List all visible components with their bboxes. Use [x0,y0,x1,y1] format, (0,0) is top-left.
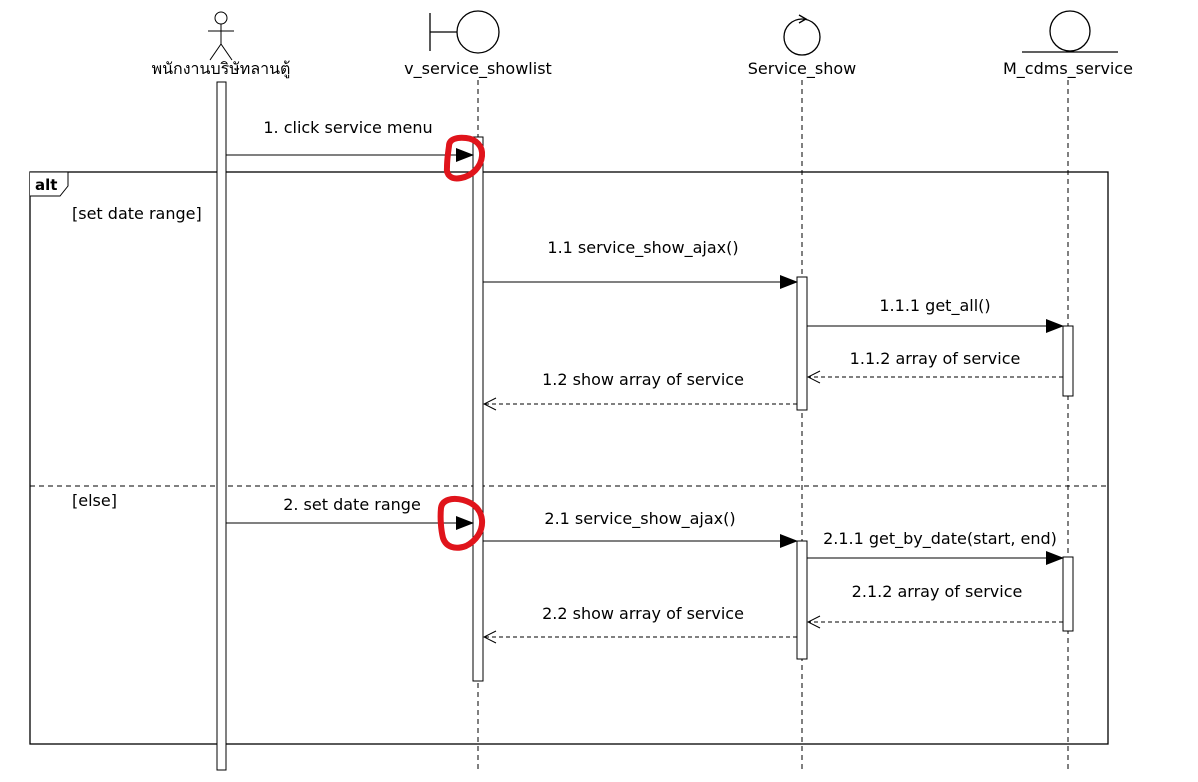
message-label-2: 2. set date range [283,495,421,514]
message-label-1: 1. click service menu [263,118,432,137]
participant-label-control: Service_show [748,59,856,79]
message-label-2-1: 2.1 service_show_ajax() [544,509,735,529]
participant-entity: M_cdms_service [1003,10,1133,79]
guard-set-date-range: [set date range] [72,204,202,223]
message-label-1-1-2: 1.1.2 array of service [850,349,1021,368]
alt-fragment: alt [set date range] [else] [29,171,1109,745]
actor-lifeline-bar [216,81,227,771]
participant-control: Service_show [748,14,856,79]
alt-fragment-tag [30,171,69,197]
message-label-2-1-1: 2.1.1 get_by_date(start, end) [823,529,1057,549]
activation-control-1 [796,276,808,411]
highlight-circle-2 [437,495,486,551]
message-label-1-1: 1.1 service_show_ajax() [547,238,738,258]
participant-boundary: v_service_showlist [404,10,552,79]
messages [226,148,1064,637]
alt-operator-label: alt [35,176,57,194]
participant-label-boundary: v_service_showlist [404,59,552,79]
guard-else: [else] [72,491,117,510]
activation-control-2 [796,540,808,660]
message-labels: 1. click service menu 1.1 service_show_a… [263,118,1057,623]
activation-entity-2 [1062,556,1074,632]
activation-entity-1 [1062,325,1074,397]
control-icon [783,14,821,56]
message-label-2-1-2: 2.1.2 array of service [852,582,1023,601]
actor-icon [208,11,234,61]
activation-boundary [472,136,484,682]
entity-icon [1022,10,1118,53]
highlight-annotations [437,134,486,551]
boundary-icon [429,10,500,54]
activations [472,136,1074,682]
participant-actor: พนักงานบริษัทลานตู้ [152,11,291,79]
participant-label-actor: พนักงานบริษัทลานตู้ [152,59,291,79]
alt-fragment-frame [29,171,1109,745]
highlight-circle-1 [443,134,486,182]
lifelines [477,80,1069,772]
message-label-1-1-1: 1.1.1 get_all() [879,296,990,316]
message-label-1-2: 1.2 show array of service [542,370,744,389]
participant-label-entity: M_cdms_service [1003,59,1133,79]
message-label-2-2: 2.2 show array of service [542,604,744,623]
